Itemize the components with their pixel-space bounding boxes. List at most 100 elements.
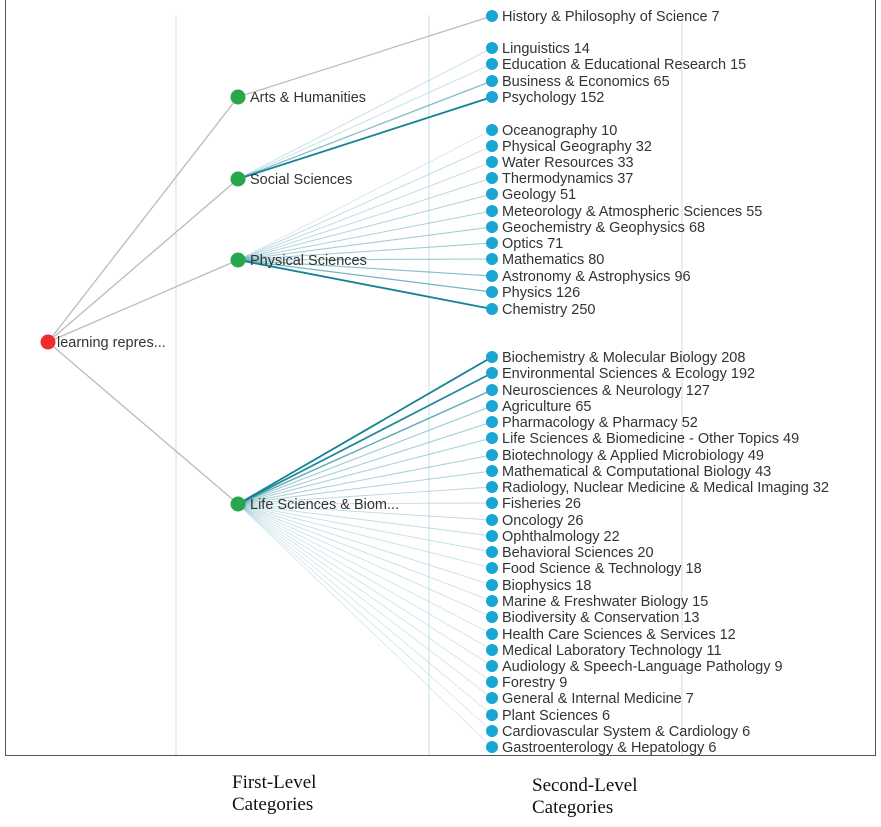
level2-label-behavioral-sciences-20: Behavioral Sciences 20 <box>502 545 654 561</box>
link-astronomy-astrophysics-96 <box>237 259 493 277</box>
link-chemistry-250 <box>237 259 493 310</box>
first-level-caption-line2: Categories <box>232 794 314 815</box>
level2-label-business-economics-65: Business & Economics 65 <box>502 74 670 90</box>
level2-label-biotechnology-applied-microbiology-49: Biotechnology & Applied Microbiology 49 <box>502 448 764 464</box>
link-geochemistry-geophysics-68 <box>237 226 493 261</box>
link-root-arts-humanities <box>47 96 239 343</box>
level2-label-biophysics-18: Biophysics 18 <box>502 578 591 594</box>
level1-node-social-sciences[interactable] <box>230 171 246 187</box>
level2-node-marine-freshwater-biology-15[interactable] <box>486 595 498 607</box>
level2-node-geology-51[interactable] <box>486 188 498 200</box>
level2-node-health-care-sciences-services-12[interactable] <box>486 628 498 640</box>
link-gastroenterology-hepatology-6 <box>237 503 493 748</box>
level2-node-business-economics-65[interactable] <box>486 75 498 87</box>
level2-label-neurosciences-neurology-127: Neurosciences & Neurology 127 <box>502 383 710 399</box>
level2-node-general-internal-medicine-7[interactable] <box>486 692 498 704</box>
level2-label-medical-laboratory-technology-11: Medical Laboratory Technology 11 <box>502 643 722 659</box>
level1-node-arts-humanities[interactable] <box>230 89 246 105</box>
level2-node-geochemistry-geophysics-68[interactable] <box>486 221 498 233</box>
level2-node-history-philosophy-of-science-7[interactable] <box>486 10 498 22</box>
level2-label-education-educational-research-15: Education & Educational Research 15 <box>502 57 746 73</box>
level2-node-mathematics-80[interactable] <box>486 253 498 265</box>
second-level-caption-line1: Second-Level <box>532 775 638 796</box>
level2-label-gastroenterology-hepatology-6: Gastroenterology & Hepatology 6 <box>502 740 716 756</box>
level2-node-water-resources-33[interactable] <box>486 156 498 168</box>
level2-label-marine-freshwater-biology-15: Marine & Freshwater Biology 15 <box>502 594 708 610</box>
link-pharmacology-pharmacy-52 <box>237 421 493 505</box>
level2-label-astronomy-astrophysics-96: Astronomy & Astrophysics 96 <box>502 269 691 285</box>
level2-label-meteorology-atmospheric-sciences-55: Meteorology & Atmospheric Sciences 55 <box>502 204 762 220</box>
level2-node-pharmacology-pharmacy-52[interactable] <box>486 416 498 428</box>
level2-node-biochemistry-molecular-biology-208[interactable] <box>486 351 498 363</box>
level1-node-physical-sciences[interactable] <box>230 252 246 268</box>
link-root-life-sciences-biom <box>47 341 239 505</box>
level2-node-ophthalmology-22[interactable] <box>486 530 498 542</box>
level2-node-medical-laboratory-technology-11[interactable] <box>486 644 498 656</box>
level1-label-physical-sciences: Physical Sciences <box>250 253 367 269</box>
level2-node-optics-71[interactable] <box>486 237 498 249</box>
level2-node-thermodynamics-37[interactable] <box>486 172 498 184</box>
level2-node-radiology-nuclear-medicine-medical-imaging-32[interactable] <box>486 481 498 493</box>
level2-label-oncology-26: Oncology 26 <box>502 513 583 529</box>
level2-label-linguistics-14: Linguistics 14 <box>502 41 590 57</box>
link-optics-71 <box>237 242 493 261</box>
level2-label-radiology-nuclear-medicine-medical-imaging-32: Radiology, Nuclear Medicine & Medical Im… <box>502 480 829 496</box>
level2-label-mathematical-computational-biology-43: Mathematical & Computational Biology 43 <box>502 464 771 480</box>
link-education-educational-research-15 <box>237 63 493 180</box>
level2-label-history-philosophy-of-science-7: History & Philosophy of Science 7 <box>502 9 720 25</box>
link-plant-sciences-6 <box>237 503 493 716</box>
level2-node-gastroenterology-hepatology-6[interactable] <box>486 741 498 753</box>
level2-label-pharmacology-pharmacy-52: Pharmacology & Pharmacy 52 <box>502 415 698 431</box>
level2-node-cardiovascular-system-cardiology-6[interactable] <box>486 725 498 737</box>
first-level-caption: First-Level Categories <box>232 772 316 816</box>
level2-node-agriculture-65[interactable] <box>486 400 498 412</box>
level2-node-neurosciences-neurology-127[interactable] <box>486 384 498 396</box>
level2-node-biotechnology-applied-microbiology-49[interactable] <box>486 449 498 461</box>
level1-node-life-sciences-biom[interactable] <box>230 496 246 512</box>
link-mathematical-computational-biology-43 <box>237 470 493 505</box>
level2-node-biophysics-18[interactable] <box>486 579 498 591</box>
level2-node-environmental-sciences-ecology-192[interactable] <box>486 367 498 379</box>
level2-node-linguistics-14[interactable] <box>486 42 498 54</box>
tree-links <box>47 15 493 748</box>
level2-node-oceanography-10[interactable] <box>486 124 498 136</box>
level2-node-behavioral-sciences-20[interactable] <box>486 546 498 558</box>
level2-label-optics-71: Optics 71 <box>502 236 563 252</box>
level2-node-chemistry-250[interactable] <box>486 303 498 315</box>
level2-label-biodiversity-conservation-13: Biodiversity & Conservation 13 <box>502 610 699 626</box>
link-marine-freshwater-biology-15 <box>237 503 493 602</box>
level2-node-meteorology-atmospheric-sciences-55[interactable] <box>486 205 498 217</box>
level2-node-physics-126[interactable] <box>486 286 498 298</box>
level2-node-plant-sciences-6[interactable] <box>486 709 498 721</box>
link-thermodynamics-37 <box>237 177 493 261</box>
level2-label-chemistry-250: Chemistry 250 <box>502 302 595 318</box>
link-radiology-nuclear-medicine-medical-imaging-32 <box>237 486 493 505</box>
level2-node-fisheries-26[interactable] <box>486 497 498 509</box>
root-node[interactable] <box>40 334 56 350</box>
level1-label-life-sciences-biom: Life Sciences & Biom... <box>250 497 399 513</box>
link-water-resources-33 <box>237 161 493 261</box>
level2-node-education-educational-research-15[interactable] <box>486 58 498 70</box>
level2-label-fisheries-26: Fisheries 26 <box>502 496 581 512</box>
level2-node-forestry-9[interactable] <box>486 676 498 688</box>
level2-node-mathematical-computational-biology-43[interactable] <box>486 465 498 477</box>
level2-node-oncology-26[interactable] <box>486 514 498 526</box>
link-physical-geography-32 <box>237 145 493 261</box>
link-history-philosophy-of-science-7 <box>237 15 493 98</box>
link-audiology-speech-language-pathology-9 <box>237 503 493 667</box>
level2-node-psychology-152[interactable] <box>486 91 498 103</box>
link-neurosciences-neurology-127 <box>237 389 493 505</box>
link-biochemistry-molecular-biology-208 <box>237 356 493 505</box>
level2-node-life-sciences-biomedicine-other-topics-49[interactable] <box>486 432 498 444</box>
tree-svg: learning repres...Arts & HumanitiesSocia… <box>40 9 829 756</box>
link-behavioral-sciences-20 <box>237 503 493 553</box>
link-cardiovascular-system-cardiology-6 <box>237 503 493 732</box>
level2-node-physical-geography-32[interactable] <box>486 140 498 152</box>
level2-node-food-science-technology-18[interactable] <box>486 562 498 574</box>
level2-label-ophthalmology-22: Ophthalmology 22 <box>502 529 620 545</box>
link-general-internal-medicine-7 <box>237 503 493 699</box>
level2-node-audiology-speech-language-pathology-9[interactable] <box>486 660 498 672</box>
level2-node-biodiversity-conservation-13[interactable] <box>486 611 498 623</box>
level2-node-astronomy-astrophysics-96[interactable] <box>486 270 498 282</box>
